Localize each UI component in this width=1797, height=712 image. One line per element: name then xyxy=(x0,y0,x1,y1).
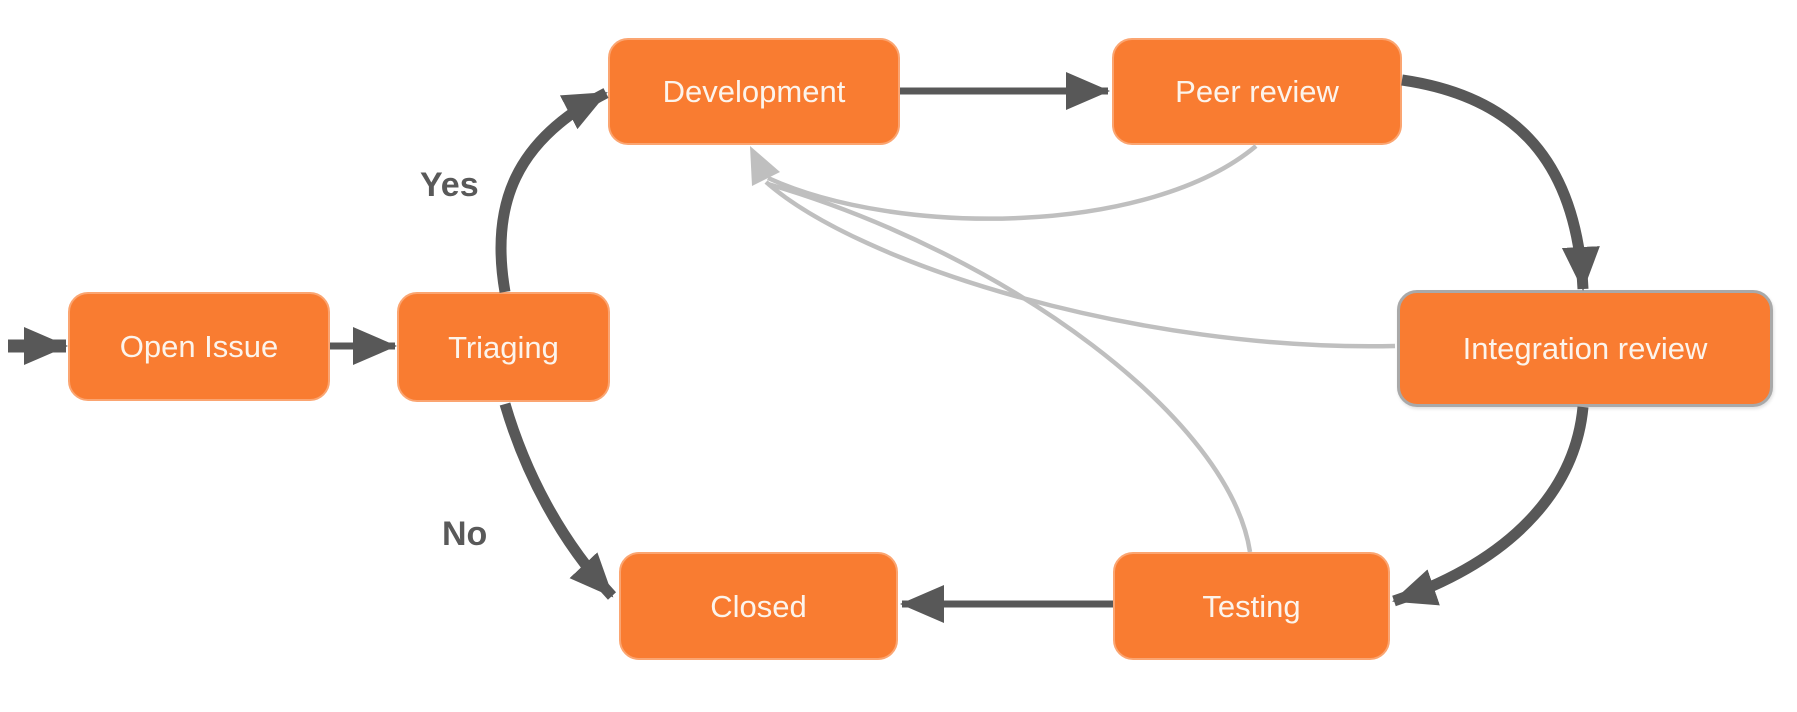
node-development[interactable]: Development xyxy=(608,38,900,145)
edge-peer-review-development-feedback xyxy=(767,144,1258,221)
node-peer-review[interactable]: Peer review xyxy=(1112,38,1402,145)
node-triaging[interactable]: Triaging xyxy=(397,292,610,402)
edge-peer-review-integration-review xyxy=(1401,74,1600,291)
edge-label-no: No xyxy=(442,515,488,553)
edge-integration-review-development-feedback xyxy=(764,180,1396,349)
node-integration-review[interactable]: Integration review xyxy=(1397,290,1773,407)
feedback-arrowhead xyxy=(750,146,780,186)
edge-triaging-development-yes xyxy=(495,88,609,293)
edge-testing-development-feedback xyxy=(767,181,1253,553)
node-open-issue[interactable]: Open Issue xyxy=(68,292,330,401)
edge-label-yes: Yes xyxy=(420,166,479,204)
edge-integration-review-testing xyxy=(1392,406,1589,607)
node-testing[interactable]: Testing xyxy=(1113,552,1390,660)
edge-triaging-closed-no xyxy=(499,402,617,600)
node-closed[interactable]: Closed xyxy=(619,552,898,660)
